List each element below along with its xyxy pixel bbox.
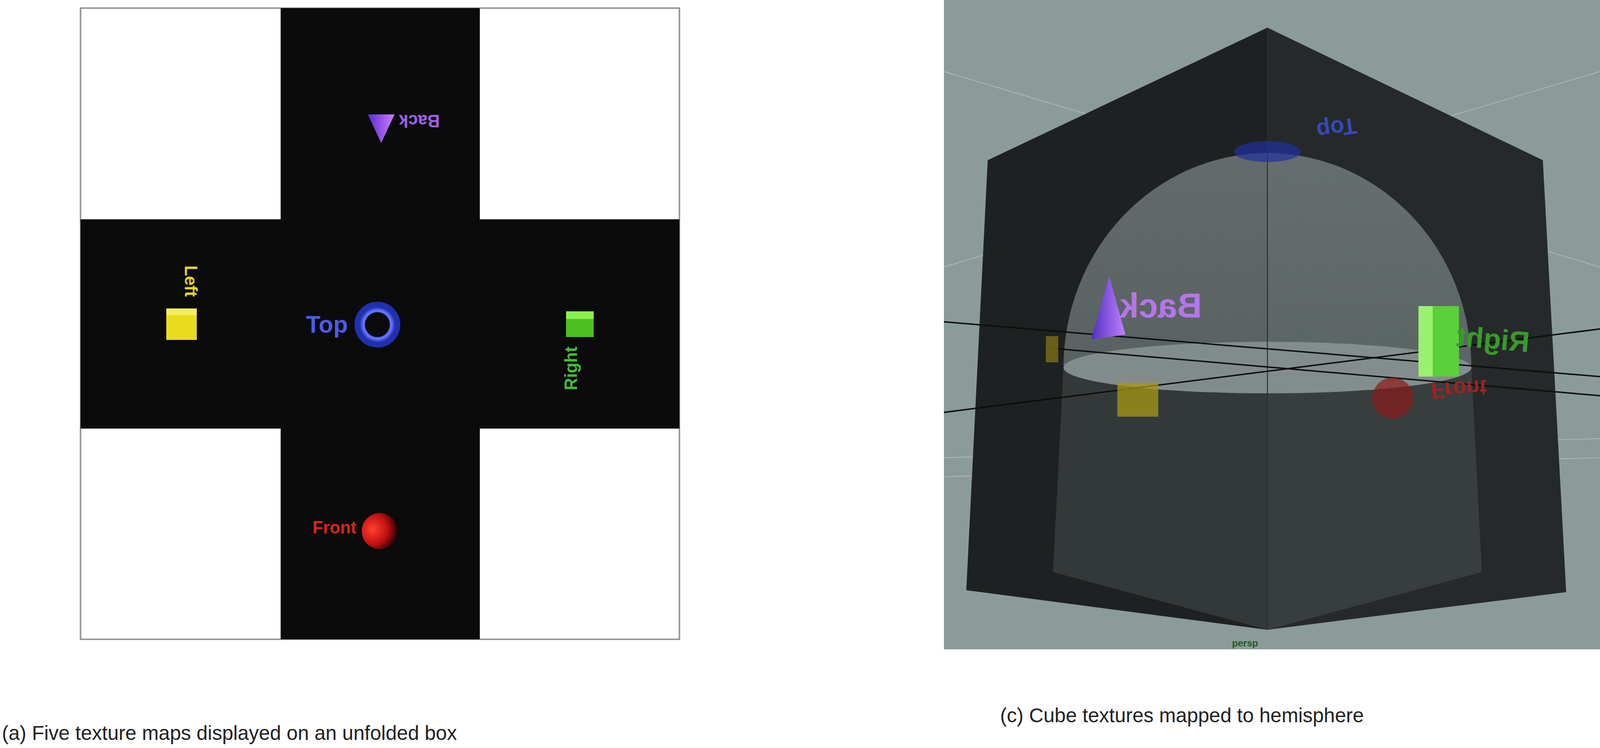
face-label: Top [305,311,348,338]
mapped-label: Back [1119,286,1202,325]
view-label: persp [1232,637,1258,649]
mapped-label: Front [1430,374,1489,404]
face-label: Right [561,346,581,391]
caption: (a) Five texture maps displayed on an un… [1,721,457,744]
face-label: Back [398,111,440,131]
caption: (c) Cube textures mapped to hemisphere [1000,704,1364,727]
face-label: Left [181,265,201,297]
mapped-label: Top [1315,112,1359,143]
face-label: Front [312,517,357,537]
mapped-label: Right [1455,320,1531,358]
